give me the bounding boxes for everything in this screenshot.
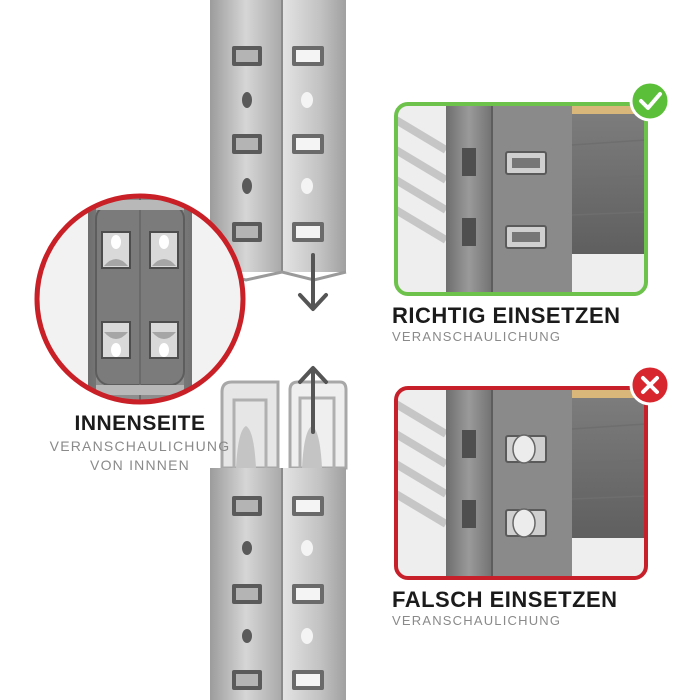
- inside-title: INNENSEITE: [74, 412, 206, 435]
- wrong-title: FALSCH EINSETZEN: [392, 587, 618, 612]
- cross-icon: [641, 376, 659, 394]
- correct-badge: [629, 80, 671, 122]
- arrow-down-icon: [298, 253, 328, 311]
- inside-zoom-circle: [34, 193, 246, 405]
- upper-post: [209, 0, 347, 282]
- wrong-subtitle: VERANSCHAULICHUNG: [392, 613, 562, 628]
- wrong-example-frame: [394, 386, 648, 580]
- lower-post: [210, 380, 348, 700]
- wrong-badge: [629, 364, 671, 406]
- correct-example-frame: [394, 102, 648, 296]
- inside-subtitle-line1: VERANSCHAULICHUNG: [49, 438, 231, 454]
- correct-subtitle: VERANSCHAULICHUNG: [392, 329, 562, 344]
- arrow-up-icon: [298, 366, 328, 434]
- correct-title: RICHTIG EINSETZEN: [392, 303, 621, 328]
- inside-subtitle-line2: VON INNNEN: [90, 457, 190, 473]
- checkmark-icon: [639, 92, 662, 110]
